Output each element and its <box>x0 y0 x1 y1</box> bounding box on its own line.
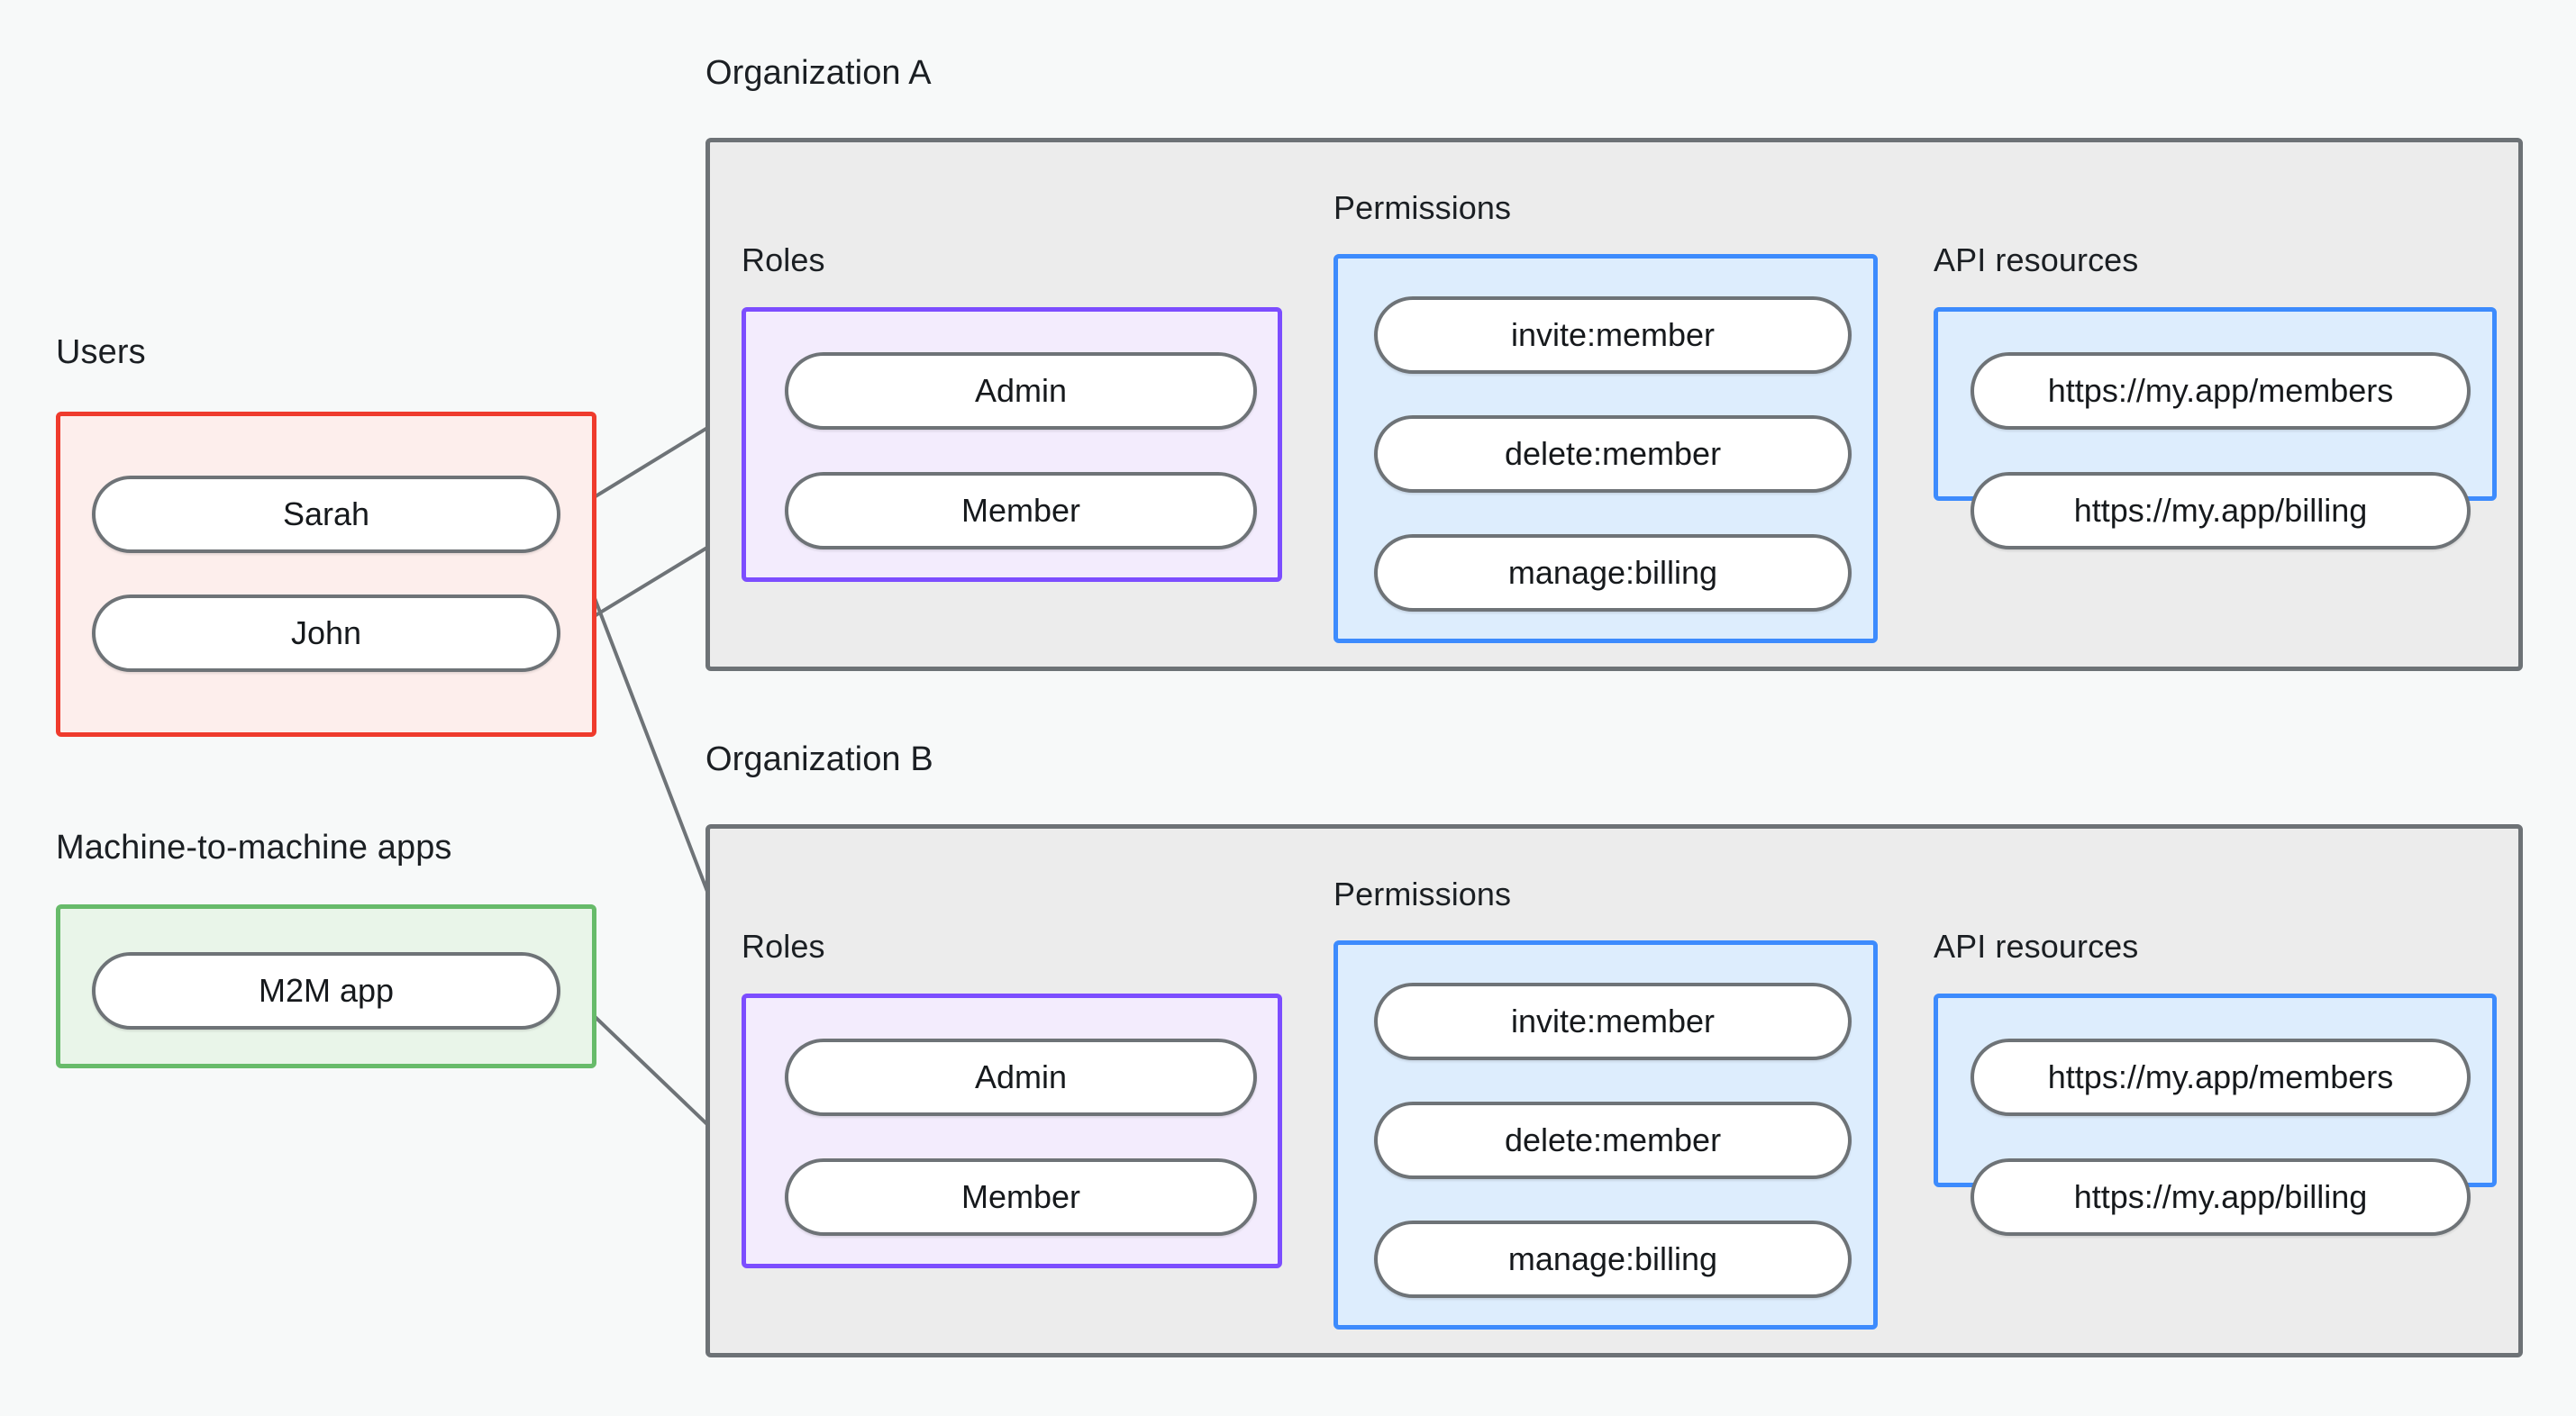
orgA-role-member[interactable]: Member <box>785 472 1257 549</box>
orgA-api-resource-members[interactable]: https://my.app/members <box>1971 352 2471 430</box>
orgA-roles-caption: Roles <box>742 241 825 278</box>
orgB-permissions-caption: Permissions <box>1334 876 1512 912</box>
orgB-api-resources-caption: API resources <box>1934 928 2139 965</box>
users-group: Sarah John <box>56 412 596 737</box>
orgB-permissions-group: invite:member delete:member manage:billi… <box>1334 940 1878 1330</box>
orgB-api-resource-members[interactable]: https://my.app/members <box>1971 1039 2471 1116</box>
orgA-role-admin[interactable]: Admin <box>785 352 1257 430</box>
orgB-permission-delete-member[interactable]: delete:member <box>1374 1102 1852 1179</box>
orgB-roles-caption: Roles <box>742 928 825 965</box>
organization-b-title: Organization B <box>705 740 933 778</box>
organization-a-title: Organization A <box>705 54 932 92</box>
users-caption: Users <box>56 333 146 371</box>
orgA-permissions-caption: Permissions <box>1334 189 1512 226</box>
orgB-api-resource-billing[interactable]: https://my.app/billing <box>1971 1158 2471 1236</box>
user-node-john[interactable]: John <box>92 595 560 672</box>
m2m-node-app[interactable]: M2M app <box>92 952 560 1030</box>
orgA-api-resources-group: https://my.app/members https://my.app/bi… <box>1934 307 2497 549</box>
orgA-permission-delete-member[interactable]: delete:member <box>1374 415 1852 493</box>
orgA-roles-group: Admin Member <box>742 307 1282 582</box>
organization-b-container: Roles Admin Member Permissions invite:me… <box>705 824 2523 1357</box>
orgA-api-resources-caption: API resources <box>1934 241 2139 278</box>
m2m-group: M2M app <box>56 904 596 1068</box>
orgA-api-resource-billing[interactable]: https://my.app/billing <box>1971 472 2471 549</box>
orgB-role-admin[interactable]: Admin <box>785 1039 1257 1116</box>
m2m-caption: Machine-to-machine apps <box>56 829 452 867</box>
orgA-permission-manage-billing[interactable]: manage:billing <box>1374 534 1852 612</box>
organization-a-container: Roles Admin Member Permissions invite:me… <box>705 138 2523 671</box>
orgB-permission-invite-member[interactable]: invite:member <box>1374 983 1852 1060</box>
orgB-role-member[interactable]: Member <box>785 1158 1257 1236</box>
orgB-permission-manage-billing[interactable]: manage:billing <box>1374 1221 1852 1298</box>
orgB-api-resources-group: https://my.app/members https://my.app/bi… <box>1934 994 2497 1236</box>
orgA-permission-invite-member[interactable]: invite:member <box>1374 296 1852 374</box>
user-node-sarah[interactable]: Sarah <box>92 476 560 553</box>
orgA-permissions-group: invite:member delete:member manage:billi… <box>1334 254 1878 643</box>
orgB-roles-group: Admin Member <box>742 994 1282 1268</box>
